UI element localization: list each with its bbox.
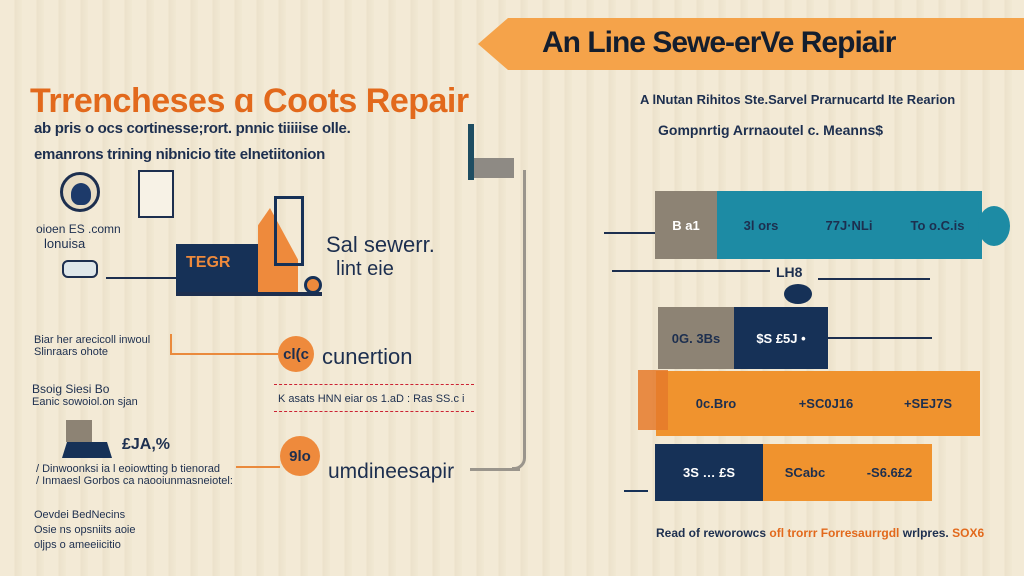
sewer-label-1: Sal sewerr. bbox=[326, 232, 435, 257]
bracket-line bbox=[612, 270, 770, 272]
bar-row-2: 0G. 3Bs $S £5J • bbox=[658, 307, 828, 369]
right-footer: Read of reworowcs ofl trorrr Forresaurrg… bbox=[656, 526, 985, 540]
measure-ruler: K asats HNN eiar os 1.aD : Ras SS.c i bbox=[274, 384, 474, 412]
drop-icon bbox=[978, 206, 1010, 246]
step-1-label: cunertion bbox=[322, 344, 413, 369]
bar-segment: 3l ors bbox=[717, 191, 805, 259]
pipe-joint bbox=[474, 158, 514, 178]
icon-caption-2: lonuisa bbox=[44, 236, 86, 251]
bar-segment: 77J·NLi bbox=[805, 191, 893, 259]
pipe-end bbox=[470, 468, 520, 471]
right-subtitle-1: A lNutan Rihitos Ste.Sarvel Prarnucartd … bbox=[640, 92, 956, 107]
worker-head-icon bbox=[60, 172, 100, 212]
bar-segment: B a1 bbox=[655, 191, 717, 259]
bar-segment: To o.C.is bbox=[893, 191, 982, 259]
bar-row-1: B a1 3l ors 77J·NLi To o.C.is bbox=[655, 191, 982, 259]
icon-caption-1: oioen ES .comn bbox=[36, 222, 121, 236]
connector bbox=[236, 466, 280, 468]
machine-base bbox=[176, 292, 322, 296]
step-1-badge: cl(c bbox=[278, 336, 314, 372]
bar-row-3: 0c.Bro +SC0J16 +SEJ7S bbox=[656, 371, 980, 436]
bar-segment: +SC0J16 bbox=[776, 371, 876, 436]
connector-line bbox=[106, 277, 176, 279]
note-3: / Dinwoonksi ia l eoiowtting b tienorad/… bbox=[36, 463, 233, 487]
wheel-icon bbox=[304, 276, 322, 294]
bar-segment: SCabc bbox=[763, 444, 847, 501]
pipe-line bbox=[512, 170, 526, 470]
left-subtitle-2: emanrons trining nibnicio tite elnetiito… bbox=[34, 146, 325, 163]
bar-leader bbox=[604, 232, 656, 234]
bucket-icon bbox=[66, 420, 92, 442]
bar-segment: 0G. 3Bs bbox=[658, 307, 734, 369]
bar-row-4: 3S … £S SCabc -S6.6£2 bbox=[655, 444, 932, 501]
percent-label: £JA,% bbox=[122, 436, 171, 453]
worker-icon bbox=[784, 284, 812, 304]
step-2-label: umdineesapir bbox=[328, 460, 455, 483]
left-subtitle-1: ab pris o ocs cortinesse;rort. pnnic tii… bbox=[34, 120, 351, 137]
equipment-icon bbox=[62, 442, 112, 458]
excavator-body: TEGR bbox=[176, 244, 258, 294]
bar-segment: -S6.6£2 bbox=[847, 444, 932, 501]
bracket-line bbox=[818, 278, 930, 280]
sewer-label-2: lint eie bbox=[336, 258, 394, 280]
camera-icon bbox=[62, 260, 98, 278]
bar-segment: +SEJ7S bbox=[876, 371, 980, 436]
bar-segment: 3S … £S bbox=[655, 444, 763, 501]
pipe-fitting-icon bbox=[638, 370, 668, 430]
document-icon bbox=[138, 170, 174, 218]
connector bbox=[170, 353, 278, 355]
bar-segment: 0c.Bro bbox=[656, 371, 776, 436]
connector bbox=[170, 334, 172, 354]
pipe-valve bbox=[468, 124, 474, 180]
bar-leader bbox=[828, 337, 932, 339]
toilet-icon bbox=[624, 476, 648, 492]
machine-label: TEGR bbox=[186, 254, 231, 271]
mid-label: LH8 bbox=[776, 264, 803, 280]
title-banner: An Line Sewe-erVe Repiair bbox=[478, 18, 1024, 70]
banner-title: An Line Sewe-erVe Repiair bbox=[542, 26, 896, 59]
excavator-frame bbox=[274, 196, 304, 266]
step-2-badge: 9lo bbox=[280, 436, 320, 476]
bar-segment: $S £5J • bbox=[734, 307, 828, 369]
right-subtitle-2: Gompnrtig Arrnaoutel c. Meanns$ bbox=[658, 122, 884, 138]
left-title: Trrencheses ɑ Coots Repair bbox=[30, 82, 469, 120]
